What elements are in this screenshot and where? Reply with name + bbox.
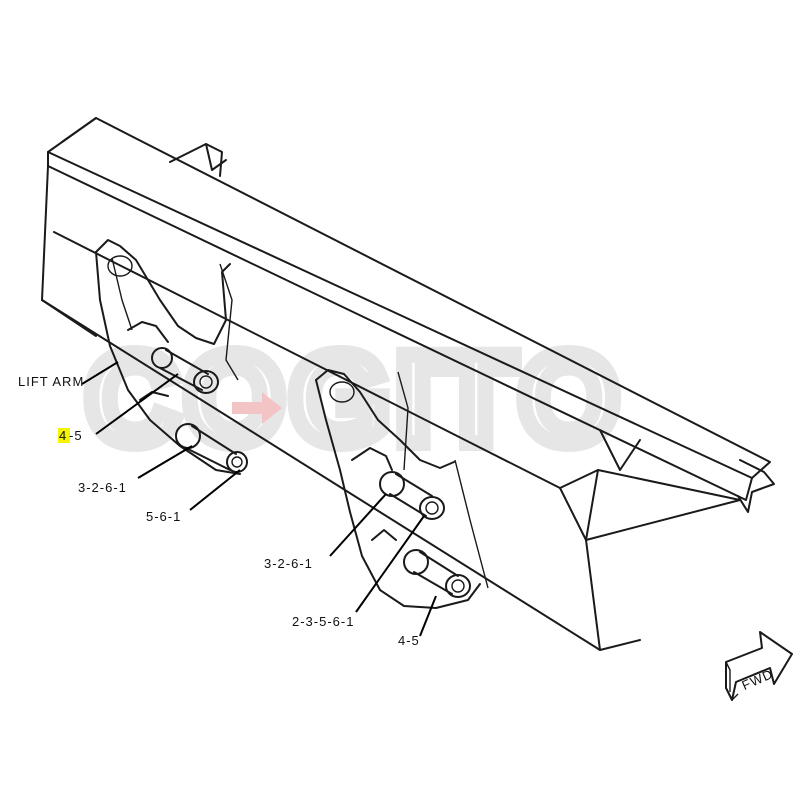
highlight-marker bbox=[58, 428, 70, 443]
leader-left-3-2-6-1 bbox=[137, 445, 193, 479]
fwd-arrow-icon: FWD bbox=[725, 631, 793, 701]
label-right-3-2-6-1: 3-2-6-1 bbox=[264, 556, 313, 571]
bucket-body bbox=[41, 117, 775, 651]
left-bracket bbox=[95, 239, 248, 475]
right-upper-pin bbox=[379, 471, 445, 520]
left-upper-pin bbox=[151, 347, 219, 394]
leader-right-4-5 bbox=[419, 595, 437, 637]
label-left-4-5-prefix: 4 bbox=[59, 428, 67, 443]
leader-lines bbox=[81, 361, 437, 637]
leader-left-5-6-1 bbox=[189, 469, 241, 511]
leader-lift-arm bbox=[81, 361, 119, 385]
label-left-5-6-1: 5-6-1 bbox=[146, 509, 181, 524]
fwd-label: FWD bbox=[740, 666, 776, 693]
callout-labels: LIFT ARM 4 -5 3-2-6-1 5-6-1 3-2-6-1 2-3-… bbox=[18, 374, 420, 648]
label-right-2-3-5-6-1: 2-3-5-6-1 bbox=[292, 614, 354, 629]
leader-left-4-5 bbox=[95, 373, 179, 435]
leader-right-3-2-6-1 bbox=[329, 493, 387, 557]
label-lift-arm: LIFT ARM bbox=[18, 374, 84, 389]
leader-right-2-3-5-6-1 bbox=[355, 515, 425, 613]
right-bracket bbox=[315, 369, 481, 609]
label-right-4-5: 4-5 bbox=[398, 633, 420, 648]
right-lower-pin bbox=[403, 549, 471, 598]
watermark-arrow-icon bbox=[232, 392, 282, 424]
label-left-4-5-suffix: -5 bbox=[69, 428, 83, 443]
label-left-3-2-6-1: 3-2-6-1 bbox=[78, 480, 127, 495]
